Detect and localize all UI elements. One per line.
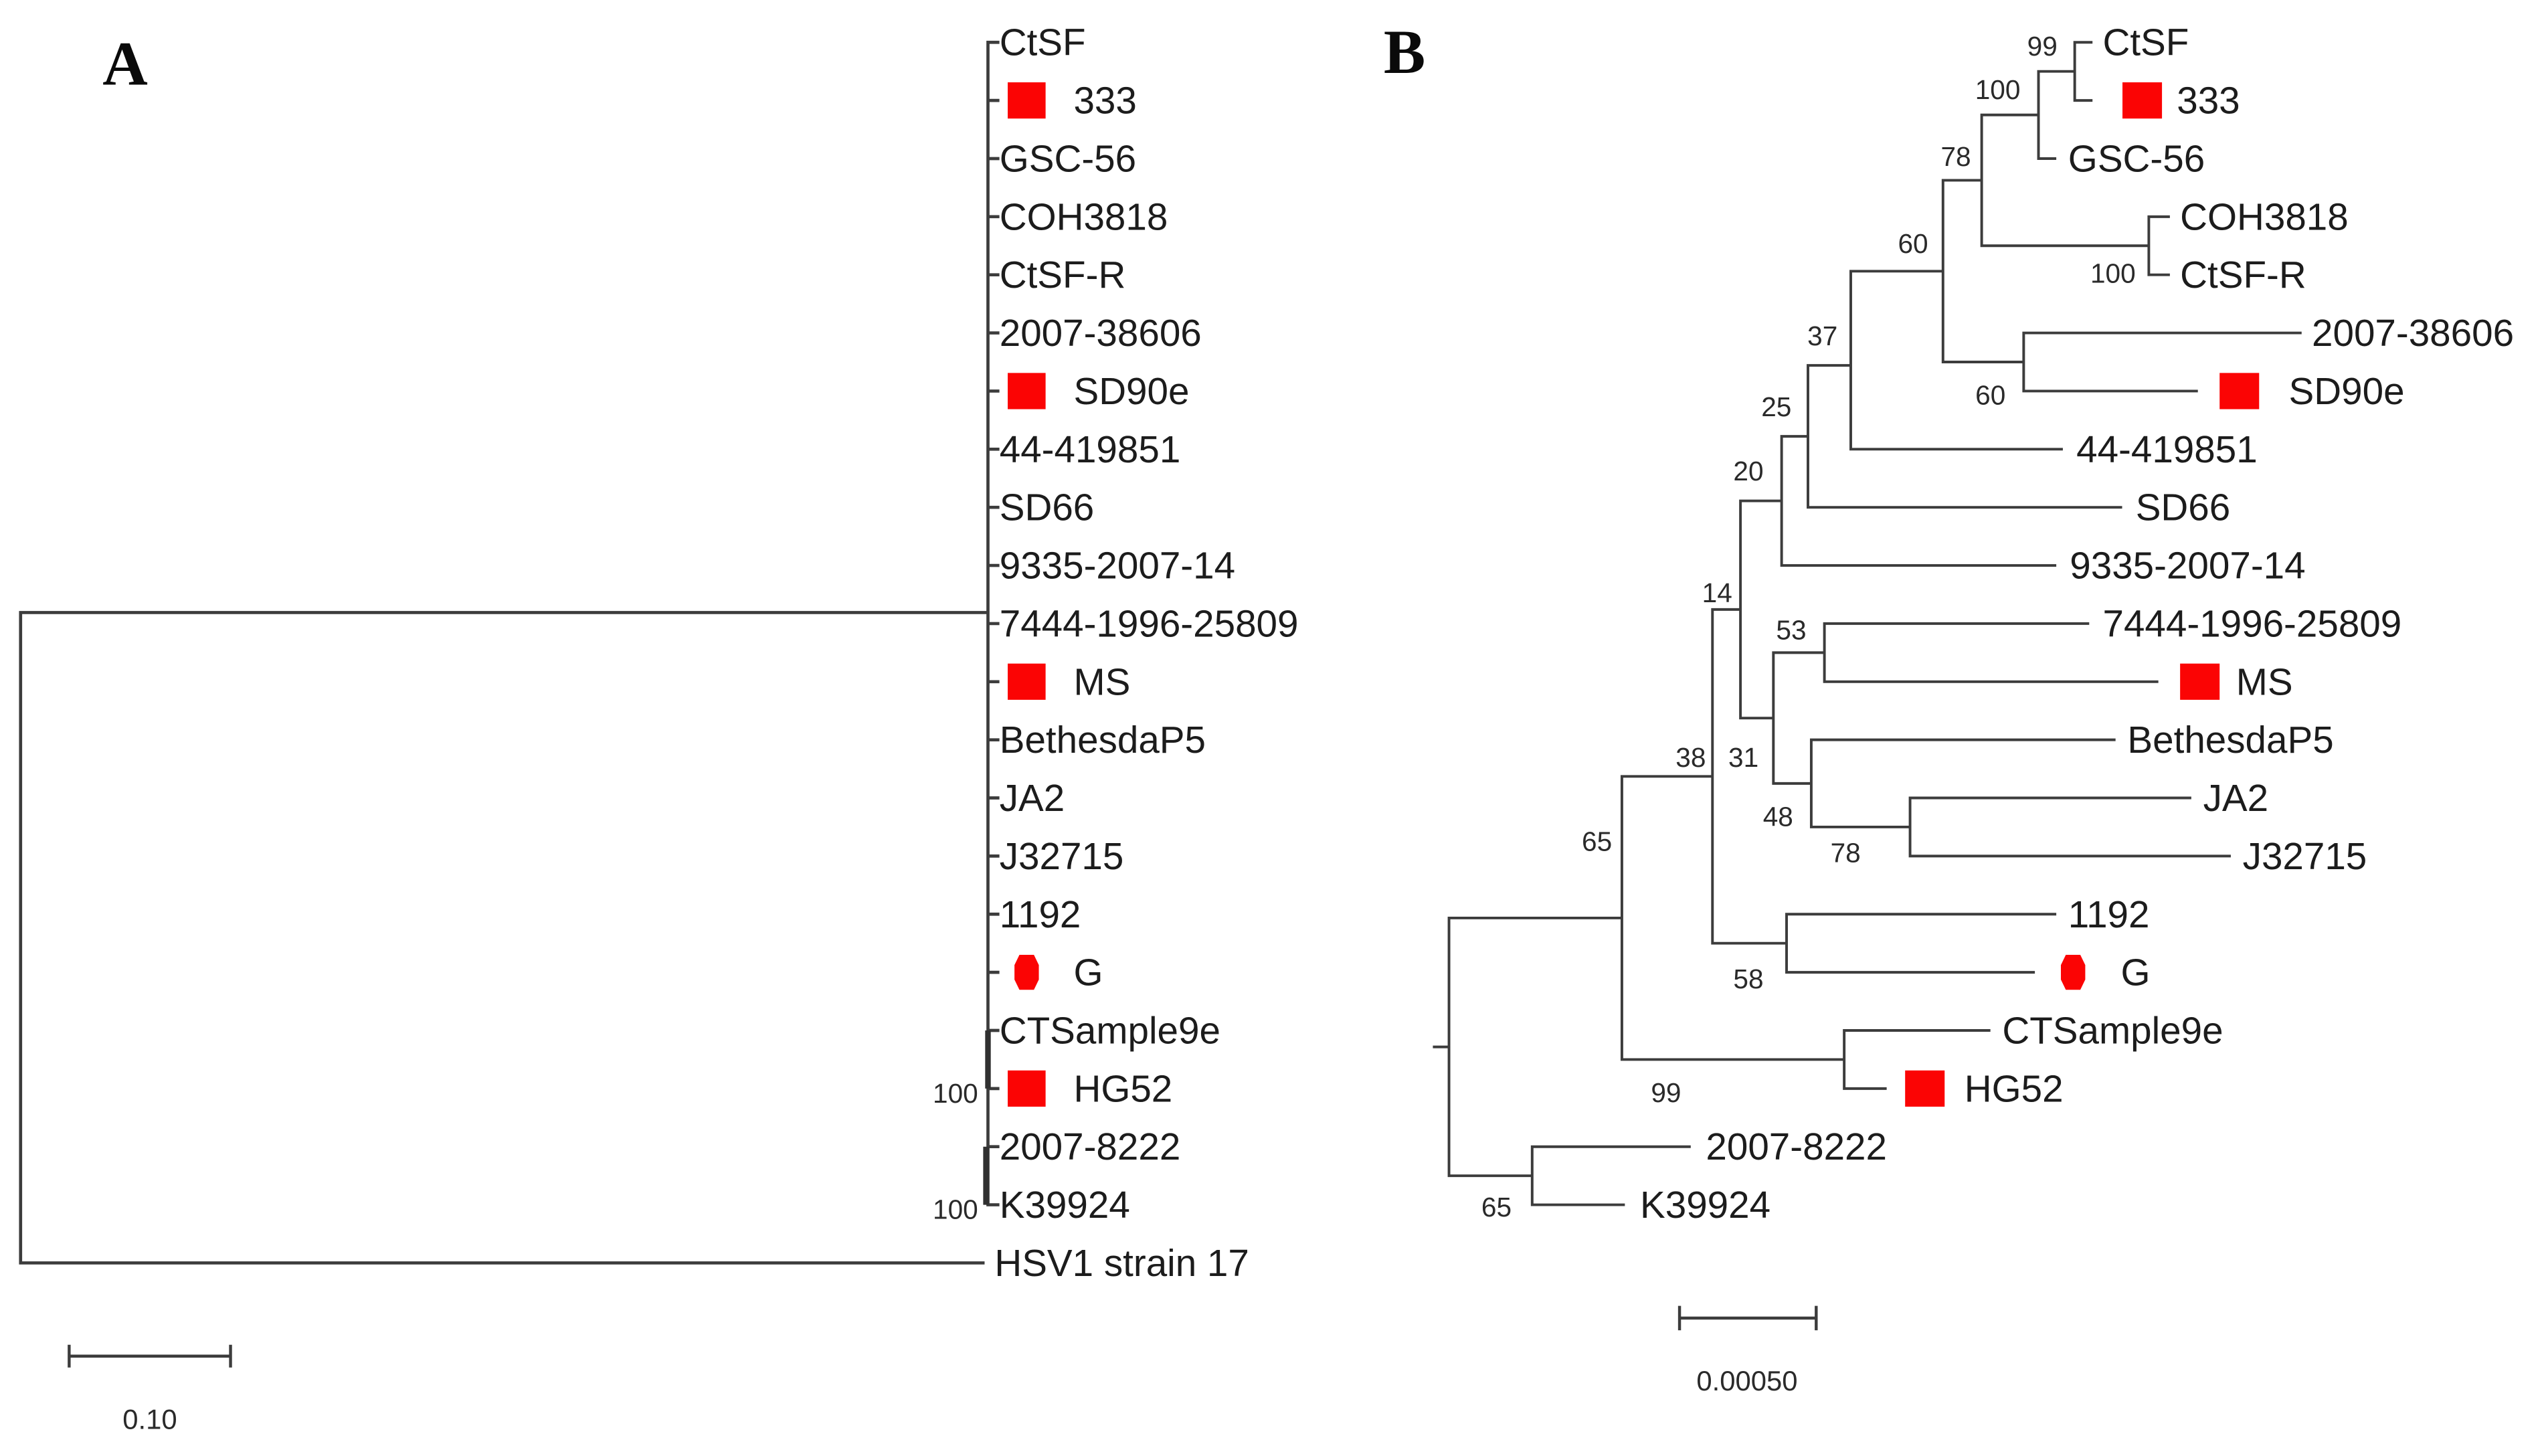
taxon-label: SD90e xyxy=(1073,370,1189,412)
panel-a-scale-bar: 0.10 xyxy=(68,1344,232,1435)
taxon-label: CTSample9e xyxy=(1000,1009,1220,1051)
bootstrap-label: 37 xyxy=(1807,321,1837,351)
bootstrap-label: 48 xyxy=(1763,802,1793,832)
taxon-label: 2007-8222 xyxy=(1000,1125,1181,1168)
red-octagon-marker-g xyxy=(2060,955,2086,990)
red-square-marker-hg52 xyxy=(1008,1070,1046,1107)
taxon-label: SD66 xyxy=(2136,486,2231,529)
taxon-label: JA2 xyxy=(1000,777,1065,819)
red-square-marker-sd90e xyxy=(2219,373,2260,410)
taxon-label: BethesdaP5 xyxy=(1000,719,1206,761)
bootstrap-label: 20 xyxy=(1733,456,1763,486)
taxon-label: HG52 xyxy=(1965,1067,2064,1109)
taxon-label: HSV1 strain 17 xyxy=(994,1242,1249,1284)
red-square-marker-333 xyxy=(2122,82,2163,119)
panel-b-scale-bar: 0.00050 xyxy=(1677,1305,1818,1396)
scale-bar-line xyxy=(68,1344,232,1368)
taxon-label: 2007-8222 xyxy=(1706,1125,1887,1168)
taxon-label: MS xyxy=(2236,660,2293,703)
bootstrap-label: 53 xyxy=(1776,614,1806,645)
taxon-label: CtSF-R xyxy=(2180,254,2306,296)
panel-a-letter: A xyxy=(102,29,148,98)
panel-b-tree-lines xyxy=(1433,41,2302,1206)
taxon-label: COH3818 xyxy=(1000,195,1168,238)
bootstrap-label: 58 xyxy=(1733,964,1763,994)
bootstrap-label: 14 xyxy=(1702,577,1732,608)
bootstrap-label: 78 xyxy=(1940,141,1971,172)
taxon-label: G xyxy=(2121,951,2151,994)
red-square-marker-hg52 xyxy=(1905,1070,1945,1107)
panel-b: B 99 100 78 100 60 60 37 25 20 14 53 31 … xyxy=(1384,18,2514,1396)
taxon-label: HG52 xyxy=(1073,1067,1172,1109)
taxon-label: 9335-2007-14 xyxy=(2070,545,2305,587)
red-square-marker-333 xyxy=(1008,82,1046,119)
bootstrap-label: 100 xyxy=(2090,258,2136,288)
bootstrap-label: 31 xyxy=(1728,742,1758,773)
taxon-label: SD90e xyxy=(2289,370,2405,412)
taxon-label: 7444-1996-25809 xyxy=(1000,602,1299,644)
red-square-marker-sd90e xyxy=(1008,373,1046,410)
red-octagon-marker-g xyxy=(1014,955,1039,990)
taxon-label: 44-419851 xyxy=(2076,428,2258,470)
bootstrap-label: 65 xyxy=(1481,1192,1512,1222)
bootstrap-label: 60 xyxy=(1898,228,1928,259)
taxon-label: 333 xyxy=(2177,80,2240,122)
taxon-label: K39924 xyxy=(1640,1184,1770,1226)
taxon-label: 1192 xyxy=(2068,893,2150,935)
bootstrap-label: 100 xyxy=(933,1194,978,1224)
taxon-label: 44-419851 xyxy=(1000,428,1181,470)
scale-bar-line xyxy=(1677,1305,1818,1331)
taxon-label: 1192 xyxy=(1000,893,1081,935)
taxon-label: SD66 xyxy=(1000,486,1095,529)
bootstrap-label: 100 xyxy=(933,1078,978,1109)
taxon-label: 9335-2007-14 xyxy=(1000,545,1235,587)
taxon-label: 333 xyxy=(1073,80,1136,122)
taxon-label: COH3818 xyxy=(2180,195,2349,238)
taxon-label: GSC-56 xyxy=(2068,137,2205,179)
bootstrap-label: 99 xyxy=(1651,1077,1681,1108)
taxon-label: CtSF xyxy=(2102,21,2189,64)
taxon-label: CtSF-R xyxy=(1000,254,1126,296)
bootstrap-label: 99 xyxy=(2027,31,2058,62)
red-square-marker-ms xyxy=(2180,663,2220,700)
taxon-label: G xyxy=(1073,951,1103,994)
panel-a: A 100 100 CtSF 333 GSC-56 COH3818 CtSF-R… xyxy=(19,21,1299,1435)
taxon-label: JA2 xyxy=(2203,777,2268,819)
taxon-label: CtSF xyxy=(1000,21,1086,64)
scale-bar-label: 0.10 xyxy=(122,1404,177,1435)
taxon-label: GSC-56 xyxy=(1000,137,1136,179)
taxon-label: 2007-38606 xyxy=(2312,312,2514,354)
taxon-label: 7444-1996-25809 xyxy=(2102,602,2401,644)
taxon-label: J32715 xyxy=(1000,835,1124,877)
bootstrap-label: 78 xyxy=(1831,838,1861,869)
bootstrap-label: 25 xyxy=(1761,391,1791,422)
taxon-label: K39924 xyxy=(1000,1184,1130,1226)
scale-bar-label: 0.00050 xyxy=(1696,1365,1797,1396)
bootstrap-label: 60 xyxy=(1975,380,2005,411)
bootstrap-label: 38 xyxy=(1675,742,1706,773)
taxon-label: BethesdaP5 xyxy=(2127,719,2333,761)
red-square-marker-ms xyxy=(1008,663,1046,700)
taxon-label: CTSample9e xyxy=(2002,1009,2223,1051)
panel-a-tree-lines xyxy=(19,40,1000,1265)
taxon-label: MS xyxy=(1073,660,1130,703)
taxon-label: J32715 xyxy=(2243,835,2367,877)
panel-b-letter: B xyxy=(1384,18,1425,87)
taxon-label: 2007-38606 xyxy=(1000,312,1202,354)
bootstrap-label: 100 xyxy=(1975,74,2021,105)
bootstrap-label: 65 xyxy=(1582,826,1612,856)
